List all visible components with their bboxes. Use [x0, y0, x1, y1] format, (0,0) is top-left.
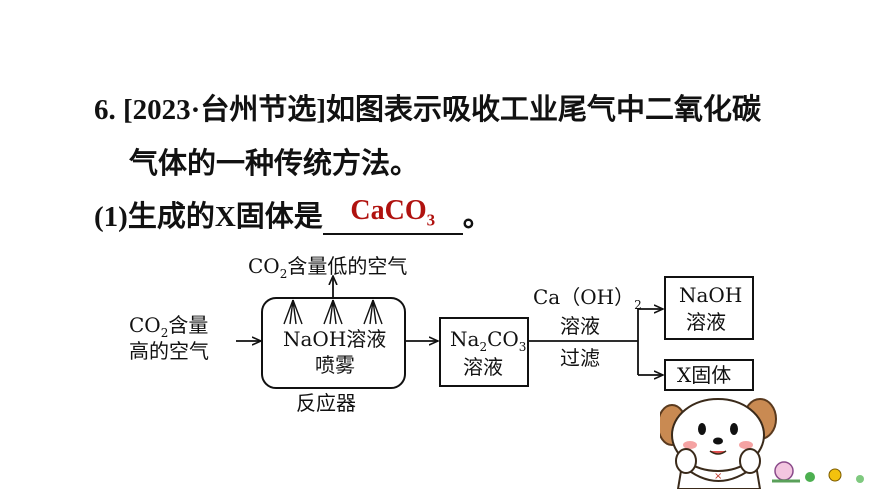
input-air-label-1: CO2含量 — [129, 313, 209, 340]
naoh-output-label-2: 溶液 — [686, 310, 726, 334]
sub-question-1: (1)生成的X固体是 CaCO3 。 — [94, 193, 492, 235]
question-text-2: 气体的一种传统方法。 — [129, 148, 420, 180]
naoh-output-box — [664, 276, 754, 340]
na2co3-label: Na2CO3 — [450, 327, 527, 354]
spray-icon — [283, 299, 383, 325]
sub-question-1-prefix: (1)生成的X固体是 — [94, 201, 323, 233]
answer-blank: CaCO3 — [322, 195, 463, 235]
x-solid-box — [664, 359, 754, 391]
svg-text:×: × — [714, 471, 722, 482]
input-air-label-2: 高的空气 — [129, 339, 209, 363]
exhaust-air-label: CO2含量低的空气 — [248, 254, 408, 281]
puppy-mascot-icon: × — [660, 398, 864, 489]
na2co3-box — [439, 317, 529, 387]
question-number: 6. — [94, 94, 116, 126]
reactor-label: 反应器 — [296, 391, 356, 415]
answer-text: CaCO3 — [350, 195, 436, 230]
reactor-content-2: 喷雾 — [315, 353, 355, 377]
question-source: [2023·台州节选] — [123, 94, 326, 126]
question-line-1: 6. [2023·台州节选]如图表示吸收工业尾气中二氧化碳 — [94, 86, 761, 128]
reagent-label: Ca（OH）2 — [533, 285, 642, 312]
question-text-1: 如图表示吸收工业尾气中二氧化碳 — [326, 94, 762, 126]
reactor-content-1: NaOH溶液 — [283, 327, 387, 351]
na2co3-solution-label: 溶液 — [463, 355, 503, 379]
question-line-2: 气体的一种传统方法。 — [129, 140, 419, 182]
naoh-output-label-1: NaOH — [679, 283, 743, 307]
sub-question-1-suffix: 。 — [462, 201, 492, 233]
x-solid-label: X固体 — [677, 363, 732, 387]
reagent-solution-label: 溶液 — [560, 314, 600, 338]
filter-label: 过滤 — [560, 346, 600, 370]
